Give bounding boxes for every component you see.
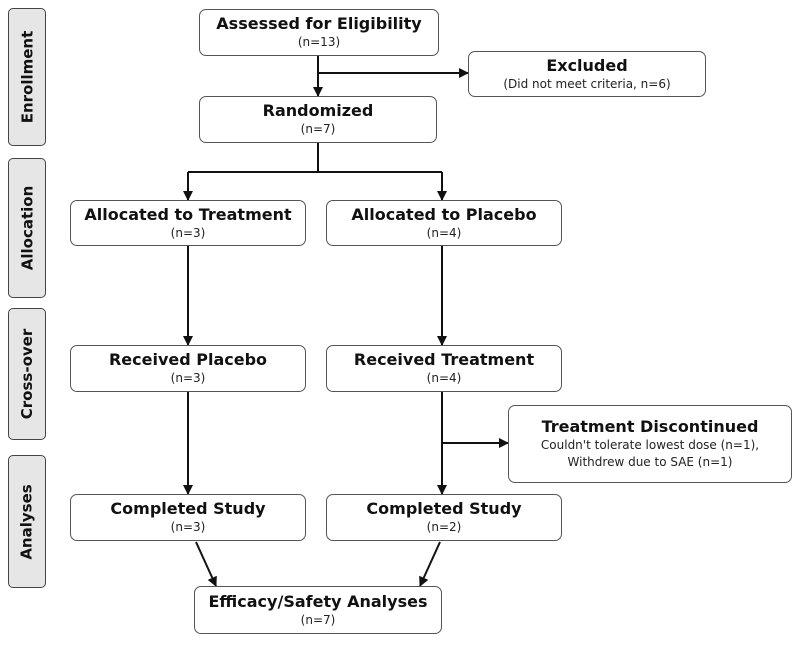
box-allocated-treatment: Allocated to Treatment (n=3) [70,200,306,246]
box-efficacy-safety-analyses: Efficacy/Safety Analyses (n=7) [194,586,442,634]
phase-crossover: Cross-over [8,308,46,440]
alloc-placebo-count: (n=4) [426,225,462,240]
completed-left-title: Completed Study [110,499,266,518]
arrow-completed-left-to-analyses [195,541,217,587]
arrow-completed-right-to-analyses [419,541,441,587]
phase-analyses: Analyses [8,455,46,588]
box-completed-right: Completed Study (n=2) [326,494,562,541]
alloc-treatment-title: Allocated to Treatment [84,204,292,224]
alloc-placebo-title: Allocated to Placebo [351,204,537,224]
box-received-placebo: Received Placebo (n=3) [70,345,306,392]
analyses-title: Efficacy/Safety Analyses [208,591,428,611]
box-excluded: Excluded (Did not meet criteria, n=6) [468,51,706,97]
box-allocated-placebo: Allocated to Placebo (n=4) [326,200,562,246]
alloc-treatment-count: (n=3) [170,225,206,240]
box-received-treatment: Received Treatment (n=4) [326,345,562,392]
excluded-detail: (Did not meet criteria, n=6) [503,76,671,91]
analyses-count: (n=7) [300,612,336,627]
excluded-title: Excluded [546,55,628,75]
completed-right-count: (n=2) [426,520,462,534]
discontinued-reason-1: Couldn't tolerate lowest dose (n=1), [540,438,760,452]
randomized-count: (n=7) [300,122,336,136]
phase-allocation: Allocation [8,158,46,298]
randomized-title: Randomized [262,101,374,120]
discontinued-title: Treatment Discontinued [541,417,759,436]
box-assessed: Assessed for Eligibility (n=13) [199,9,439,56]
completed-left-count: (n=3) [170,520,206,534]
phase-enrollment: Enrollment [8,8,46,146]
box-randomized: Randomized (n=7) [199,96,437,143]
discontinued-reason-2: Withdrew due to SAE (n=1) [567,455,733,469]
received-treatment-count: (n=4) [426,371,462,385]
received-placebo-title: Received Placebo [108,350,268,369]
assessed-count: (n=13) [297,35,341,49]
assessed-title: Assessed for Eligibility [216,14,422,33]
box-treatment-discontinued: Treatment Discontinued Couldn't tolerate… [508,405,792,483]
received-placebo-count: (n=3) [170,371,206,385]
received-treatment-title: Received Treatment [353,350,535,369]
completed-right-title: Completed Study [366,499,522,518]
box-completed-left: Completed Study (n=3) [70,494,306,541]
